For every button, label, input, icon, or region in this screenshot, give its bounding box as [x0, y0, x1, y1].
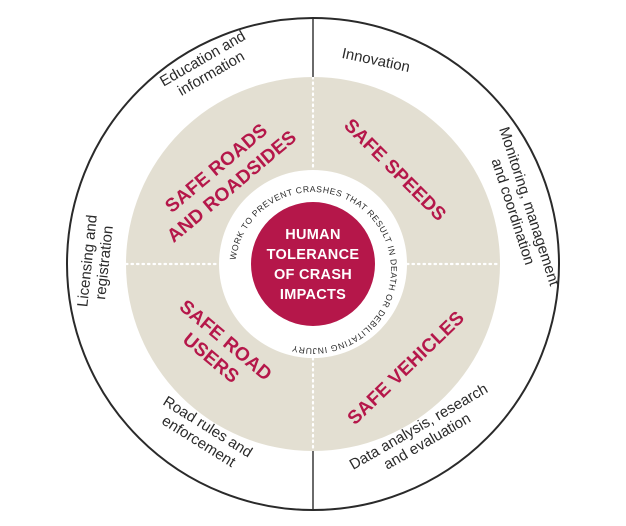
core-disc [251, 202, 375, 326]
core-line-2: TOLERANCE [267, 247, 360, 263]
core-line-4: IMPACTS [280, 287, 346, 303]
core-line-1: HUMAN [285, 227, 340, 243]
core-line-3: OF CRASH [274, 267, 352, 283]
core-label: HUMAN TOLERANCE OF CRASH IMPACTS [267, 227, 360, 303]
outer-label-licensing: Licensing and registration [74, 214, 117, 308]
